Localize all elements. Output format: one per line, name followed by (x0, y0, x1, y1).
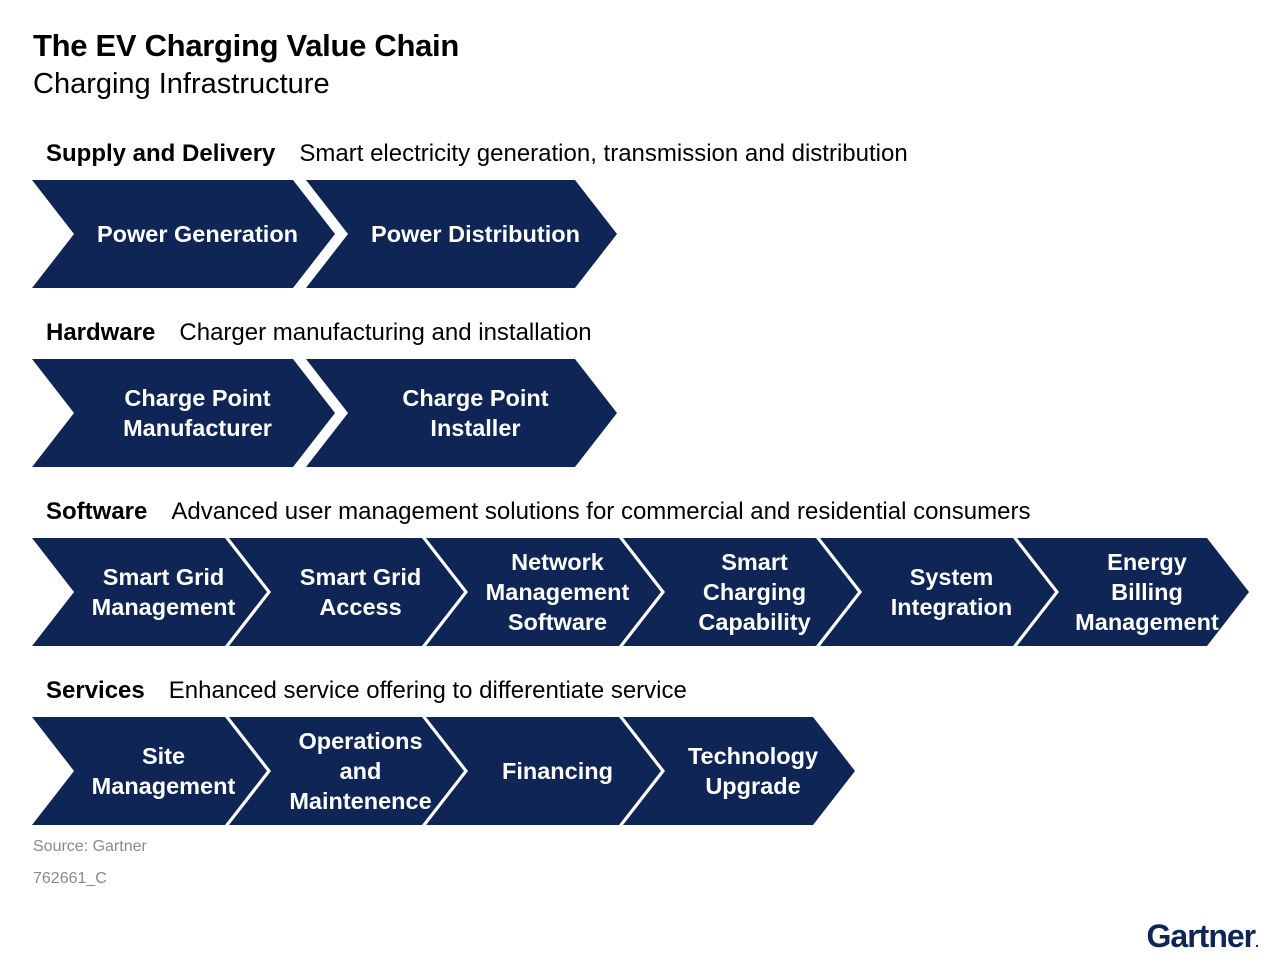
chevron-label: Power Distribution (371, 221, 580, 247)
figure-code: 762661_C (33, 870, 107, 887)
section-supply-and-delivery: Supply and Delivery Smart electricity gen… (0, 137, 1280, 288)
chevron-step: Power Generation (32, 180, 335, 288)
gartner-logo: Gartner. (1146, 918, 1259, 955)
section-name: Software (46, 498, 148, 525)
section-description: Charger manufacturing and installation (179, 319, 592, 346)
chevron-step: Charge Point Installer (306, 359, 617, 467)
diagram-title: The EV Charging Value Chain (33, 28, 459, 63)
chevron-step: Smart Grid Management (32, 538, 267, 646)
chevron-step: Site Management (32, 717, 267, 825)
chevron-label: Network Management Software (485, 549, 630, 635)
section-name: Hardware (46, 319, 156, 346)
section-description: Advanced user management solutions for c… (171, 498, 1031, 525)
section-software: Software Advanced user management solutio… (0, 495, 1280, 646)
source-note: Source: Gartner (33, 838, 147, 855)
diagram-subtitle: Charging Infrastructure (33, 68, 330, 100)
chevron-label: System Integration (890, 564, 1013, 620)
chevron-label: Financing (502, 758, 613, 784)
section-name: Supply and Delivery (46, 140, 276, 167)
chevron-label: Smart Grid Management (91, 564, 236, 620)
section-hardware: Hardware Charger manufacturing and instal… (0, 316, 1280, 467)
chevron-label: Smart Charging Capability (698, 549, 811, 635)
chevron-label: Technology Upgrade (687, 743, 819, 799)
logo-text: Gartner (1146, 918, 1257, 954)
section-header: Hardware Charger manufacturing and instal… (46, 316, 592, 350)
chevron-label: Charge Point Installer (402, 385, 549, 441)
logo-mark: . (1255, 934, 1259, 950)
section-description: Enhanced service offering to differentia… (168, 677, 687, 704)
chevron-label: Smart Grid Access (299, 564, 422, 620)
section-description: Smart electricity generation, transmissi… (299, 140, 908, 167)
section-header: Services Enhanced service offering to dif… (46, 674, 687, 708)
chevron-label: Power Generation (96, 221, 299, 247)
chevron-step: Power Distribution (306, 180, 617, 288)
section-name: Services (46, 677, 145, 704)
section-services: Services Enhanced service offering to dif… (0, 674, 1280, 825)
chevron-label: Operations and Maintenence (289, 728, 432, 814)
section-header: Supply and Delivery Smart electricity gen… (46, 137, 908, 171)
chevron-label: Charge Point Manufacturer (123, 385, 272, 441)
section-header: Software Advanced user management solutio… (46, 495, 1030, 529)
chevron-step: Charge Point Manufacturer (32, 359, 335, 467)
chevron-label: Site Management (91, 743, 236, 799)
chevron-label: Energy Billing Management (1075, 549, 1219, 635)
